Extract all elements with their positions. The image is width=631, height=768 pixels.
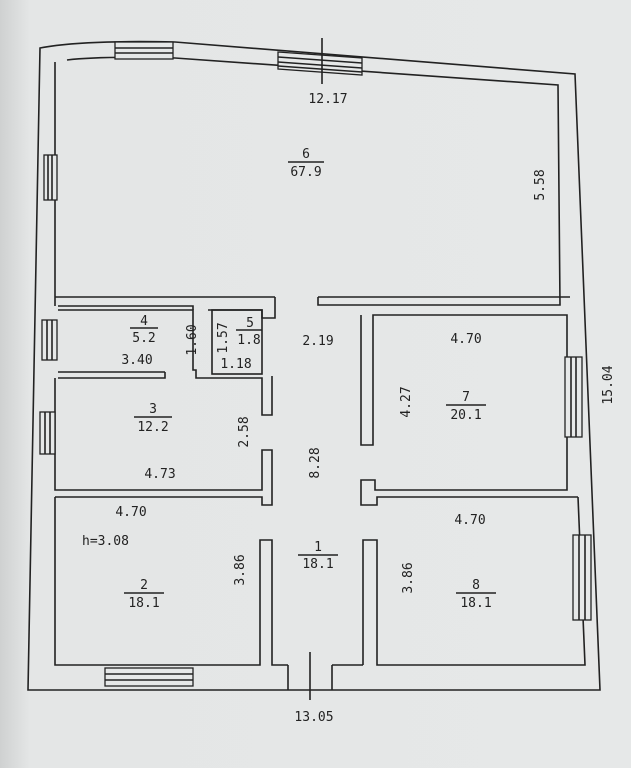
entrance-door — [287, 664, 363, 690]
room-7-width: 4.70 — [450, 332, 481, 347]
room-8-label: 818.1 — [456, 578, 496, 611]
room-7-outline — [360, 314, 578, 506]
svg-text:3: 3 — [149, 402, 157, 417]
room-6-label: 667.9 — [288, 147, 324, 180]
room-4-width: 3.40 — [121, 353, 152, 368]
svg-text:67.9: 67.9 — [290, 165, 321, 180]
room-3-depth: 2.58 — [237, 416, 252, 447]
room-3-label: 312.2 — [134, 402, 172, 435]
room-5-outline — [211, 309, 263, 375]
hall-width: 2.19 — [302, 334, 333, 349]
window — [41, 319, 58, 361]
svg-text:4: 4 — [140, 314, 148, 329]
room-1-label: 118.1 — [298, 540, 338, 572]
svg-text:20.1: 20.1 — [450, 408, 481, 423]
svg-text:18.1: 18.1 — [128, 596, 159, 611]
window — [572, 534, 592, 621]
svg-text:18.1: 18.1 — [302, 557, 333, 572]
svg-text:5: 5 — [246, 316, 254, 331]
room-2-depth: 3.86 — [233, 554, 248, 585]
room-2-outline — [54, 497, 288, 666]
room-5-depth: 1.57 — [216, 322, 231, 353]
svg-text:18.1: 18.1 — [460, 596, 491, 611]
window — [43, 154, 58, 201]
svg-text:6: 6 — [302, 147, 310, 162]
overall-width-top: 12.17 — [308, 92, 347, 107]
room-8-width: 4.70 — [454, 513, 485, 528]
room-8-depth: 3.86 — [401, 562, 416, 593]
svg-text:12.2: 12.2 — [137, 420, 168, 435]
svg-text:2: 2 — [140, 578, 148, 593]
overall-depth-right: 15.04 — [601, 365, 616, 404]
window — [277, 51, 363, 76]
svg-text:1: 1 — [314, 540, 322, 555]
outer-wall — [27, 40, 601, 691]
room-3-width: 4.73 — [144, 467, 175, 482]
room-5-label: 51.8 — [236, 316, 262, 348]
room-2-label: 218.1 — [124, 578, 164, 611]
window — [104, 667, 194, 687]
svg-text:7: 7 — [462, 390, 470, 405]
room-4-outline — [58, 309, 273, 416]
ceiling-height: h=3.08 — [82, 534, 129, 549]
overall-width-bottom: 13.05 — [294, 710, 333, 725]
room-6-depth: 5.58 — [533, 169, 548, 200]
window — [114, 41, 174, 60]
window — [564, 356, 583, 438]
room-4-depth: 1.60 — [185, 324, 200, 355]
room-3-outline — [54, 378, 273, 506]
svg-text:8: 8 — [472, 578, 480, 593]
room-7-label: 720.1 — [446, 390, 486, 423]
svg-text:5.2: 5.2 — [132, 331, 155, 346]
window — [39, 411, 56, 455]
room-8-outline — [362, 496, 586, 666]
room-4-label: 45.2 — [130, 314, 158, 346]
room-5-width: 1.18 — [220, 357, 251, 372]
svg-text:1.8: 1.8 — [237, 333, 260, 348]
room-7-depth: 4.27 — [399, 386, 414, 417]
room-2-width: 4.70 — [115, 505, 146, 520]
hall-length: 8.28 — [308, 447, 323, 478]
